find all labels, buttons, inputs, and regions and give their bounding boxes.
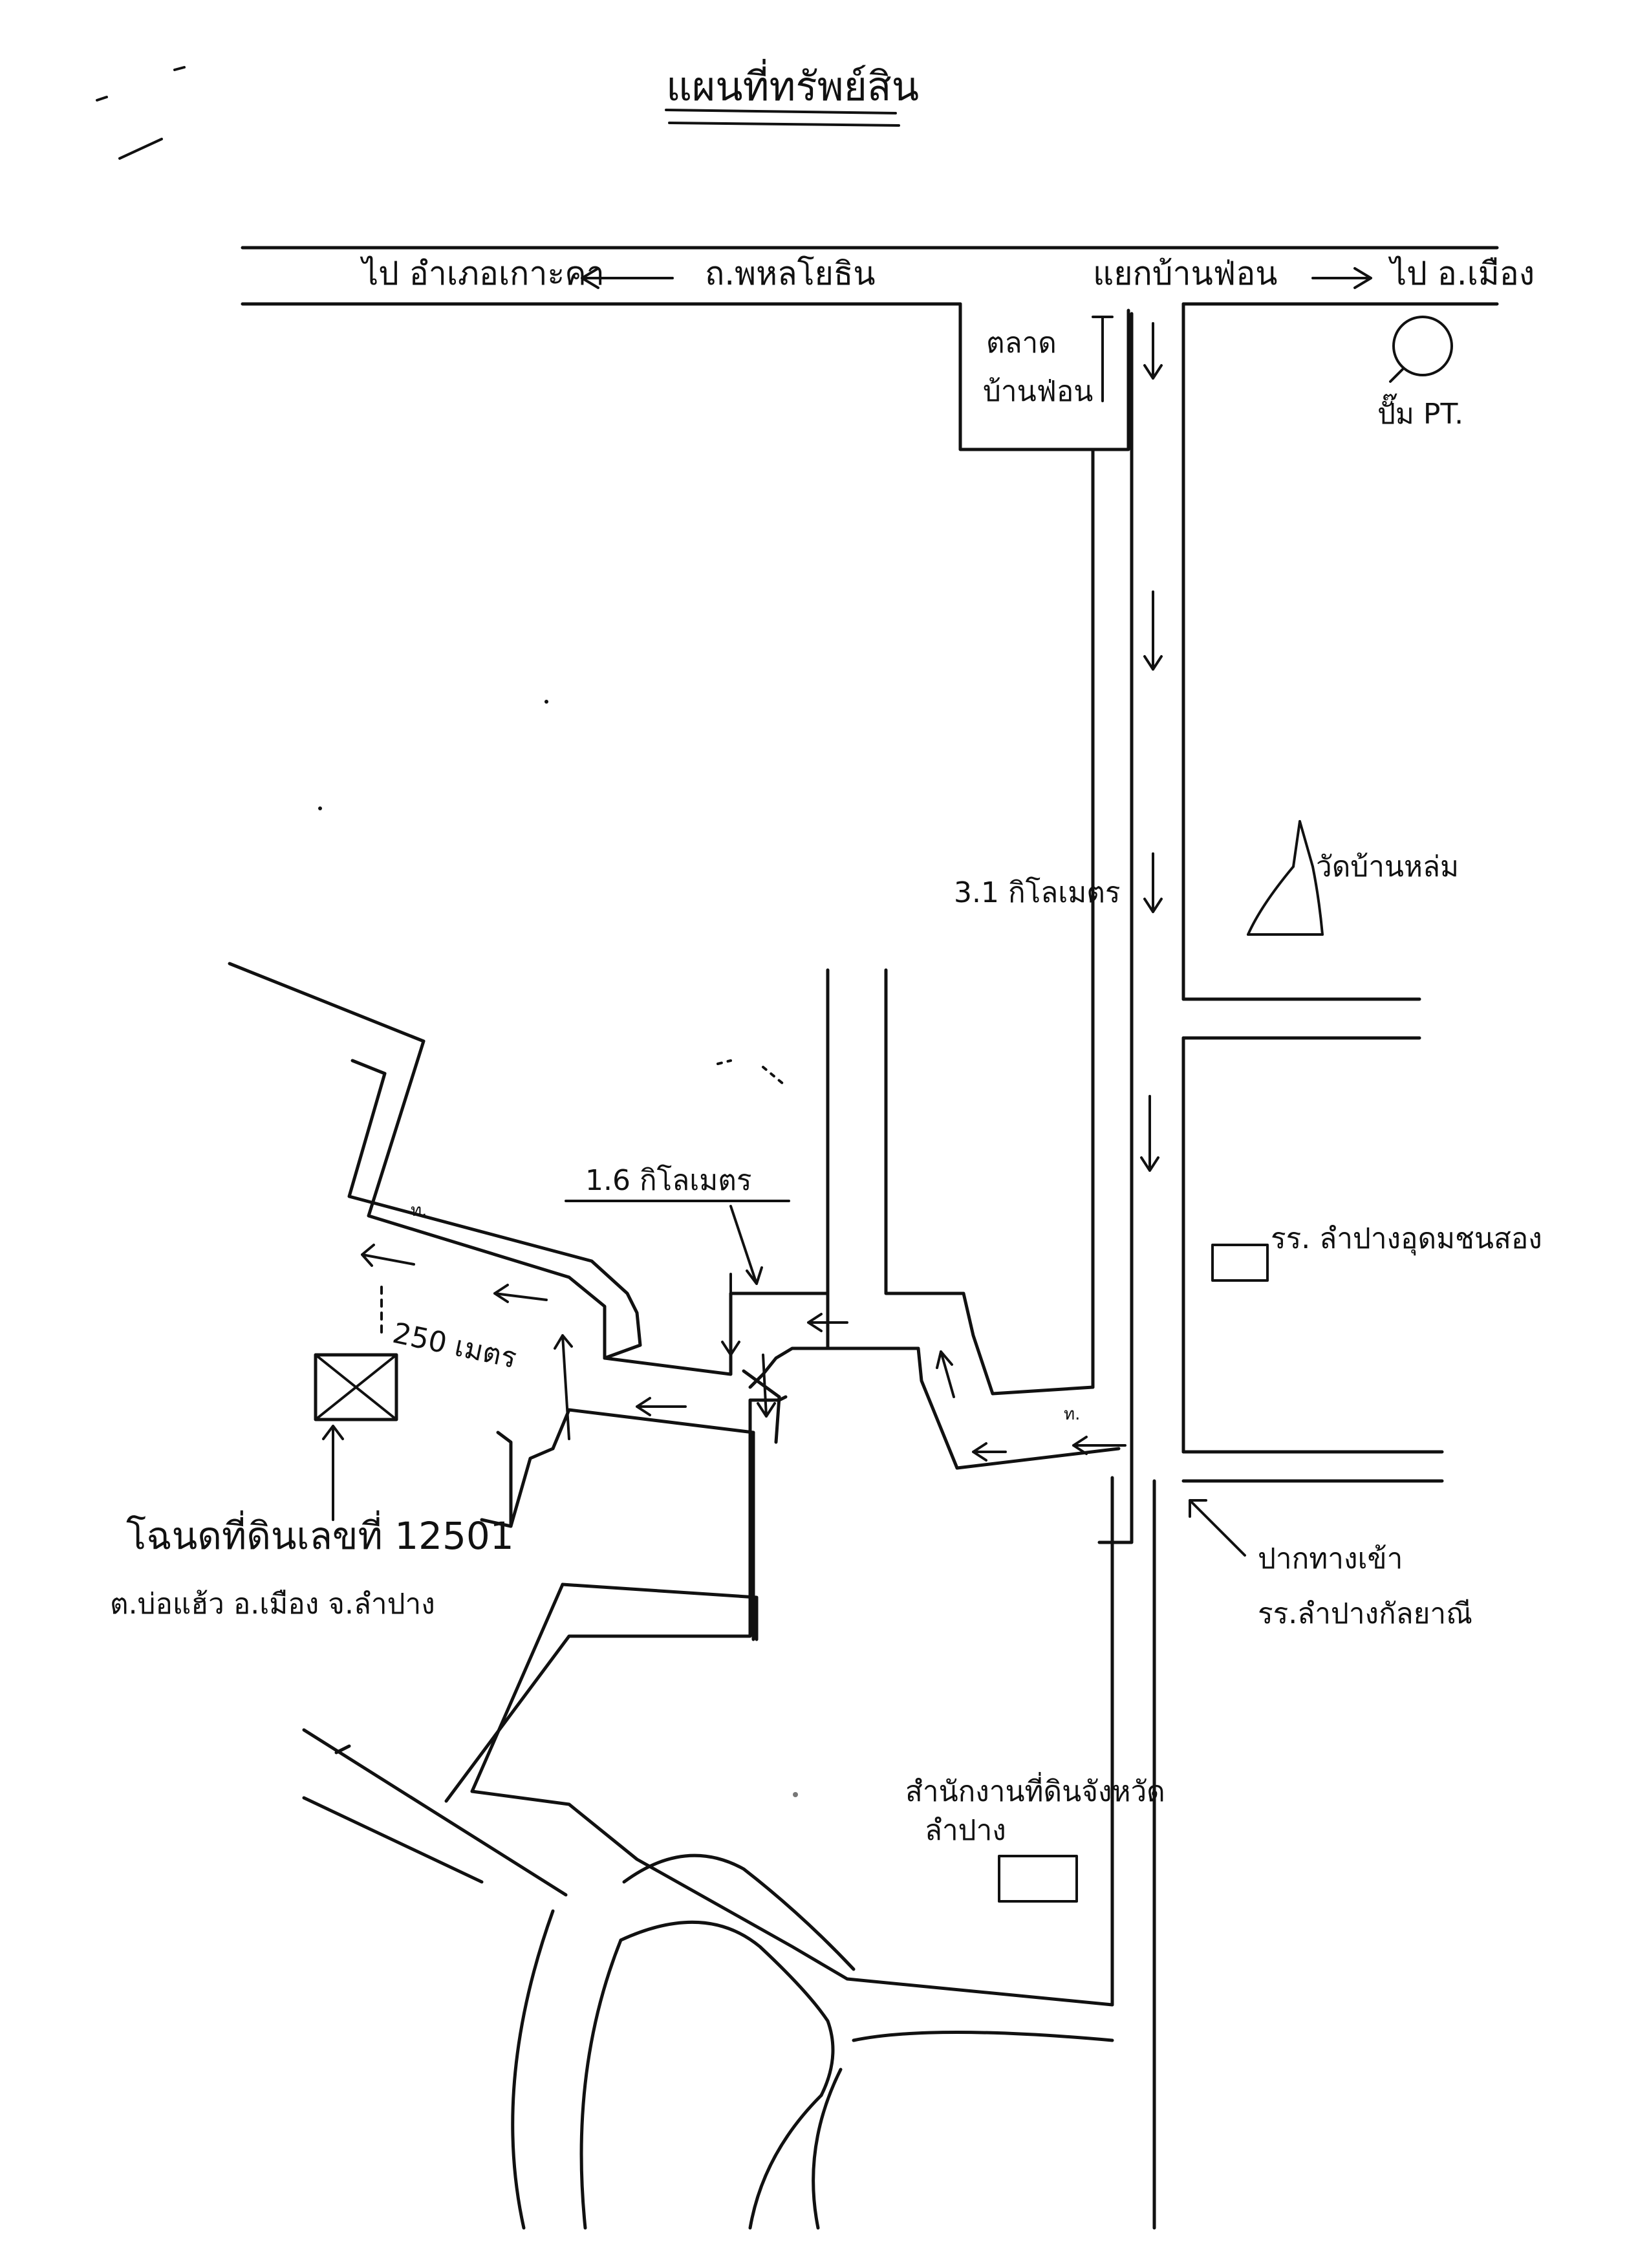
arrow-left-icon (581, 267, 674, 289)
junction-label-line2: รร.ลำปางกัลยาณี (1258, 1597, 1472, 1630)
temple-label: วัดบ้านหล่ม (1316, 850, 1459, 883)
road-name-label: ถ.พหลโยธิน (705, 255, 876, 292)
route-arrows (361, 1244, 1126, 1462)
map-title: แผนที่ทรัพย์สิน (666, 59, 919, 110)
east-road-upper (1181, 997, 1421, 1040)
to-mueang-label: ไป อ.เมือง (1388, 255, 1535, 292)
distance-16-pointer (729, 1205, 763, 1285)
scan-dots (318, 700, 798, 1797)
office-label-line1: สำนักงานที่ดินจังหวัด (905, 1771, 1165, 1808)
property-pointer-arrow (322, 1425, 344, 1521)
temple-stupa-icon (1247, 820, 1324, 936)
vertical-main-road (1091, 302, 1185, 2230)
land-office-building-icon (998, 1855, 1078, 1903)
gas-station-circle-icon (1392, 316, 1453, 376)
market-tick (1092, 316, 1114, 402)
title-underline (665, 109, 900, 127)
curved-roads (511, 1853, 1114, 2230)
east-road-lower (1181, 1450, 1444, 1483)
junction-pointer-arrow (1189, 1499, 1246, 1557)
west-road-network (228, 962, 1121, 2007)
down-arrows (1140, 322, 1163, 1172)
mark-t2: ท. (1064, 1405, 1080, 1424)
mark-t1: ท. (411, 1201, 427, 1220)
pt-pump-label: ปั๊ม PT. (1377, 393, 1463, 431)
scan-marks (96, 66, 186, 160)
distance-16-label: 1.6 กิโลเมตร (585, 1164, 751, 1197)
market-label-line2: บ้านฟ่อน (983, 375, 1093, 408)
distance-250-label: 250 เมตร (390, 1317, 520, 1375)
deed-label-line2: ต.บ่อแฮ้ว อ.เมือง จ.ลำปาง (110, 1588, 435, 1621)
deed-label-line1: โฉนดที่ดินเลขที่ 12501 (126, 1510, 514, 1558)
junction-label-line1: ปากทางเข้า (1258, 1542, 1403, 1575)
office-label-line2: ลำปาง (925, 1814, 1006, 1847)
main-road (241, 246, 1499, 306)
property-cross-box-icon (314, 1353, 398, 1421)
arrow-right-icon (1311, 267, 1372, 289)
distance-31-label: 3.1 กิโลเมตร (954, 876, 1120, 909)
market-box (958, 302, 1130, 451)
pump-stem (1389, 367, 1405, 383)
school-building-icon (1211, 1244, 1269, 1282)
to-ko-kha-label: ไป อำเภอเกาะคา (360, 255, 605, 292)
school-label: รร. ลำปางอุดมชนสอง (1271, 1222, 1542, 1256)
ban-fon-junction-label: แยกบ้านฟ่อน (1093, 255, 1277, 292)
market-label-line1: ตลาด (986, 327, 1057, 360)
